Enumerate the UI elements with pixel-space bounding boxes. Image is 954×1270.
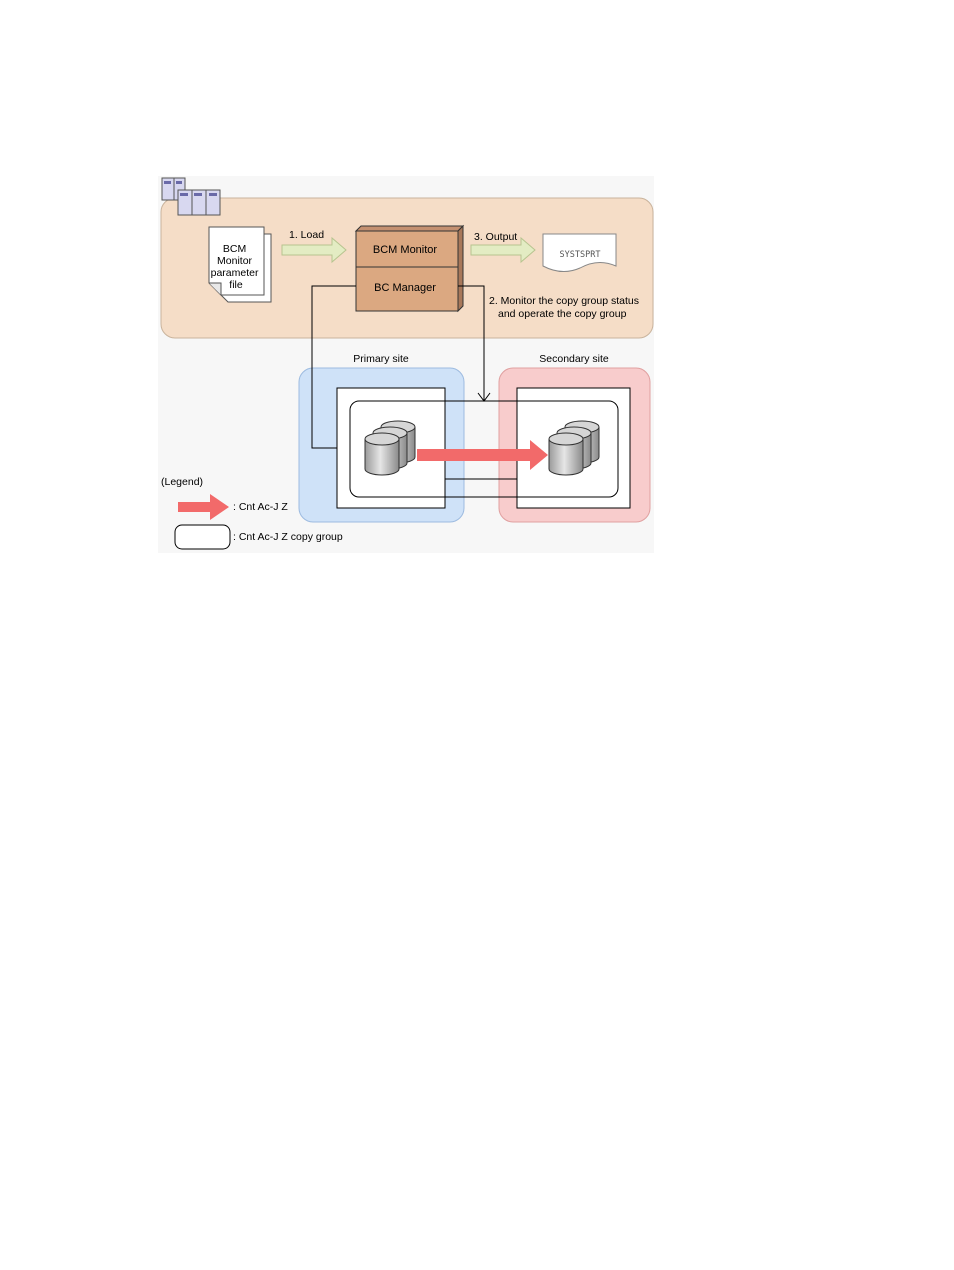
bc-manager-label: BC Manager (374, 282, 436, 294)
secondary-site-label: Secondary site (539, 353, 609, 365)
monitor-description: 2. Monitor the copy group status and ope… (489, 295, 642, 320)
output-label: 3. Output (474, 231, 517, 243)
legend-arrow-label: : Cnt Ac-J Z (233, 501, 288, 513)
legend-copy-group-symbol (175, 525, 230, 549)
legend-title: (Legend) (161, 476, 203, 488)
load-label: 1. Load (289, 229, 324, 241)
sysprint-label: SYSTSPRT (560, 250, 601, 260)
primary-site-label: Primary site (353, 353, 409, 365)
bcm-monitor-label: BCM Monitor (373, 244, 438, 256)
legend-group-label: : Cnt Ac-J Z copy group (233, 531, 343, 543)
